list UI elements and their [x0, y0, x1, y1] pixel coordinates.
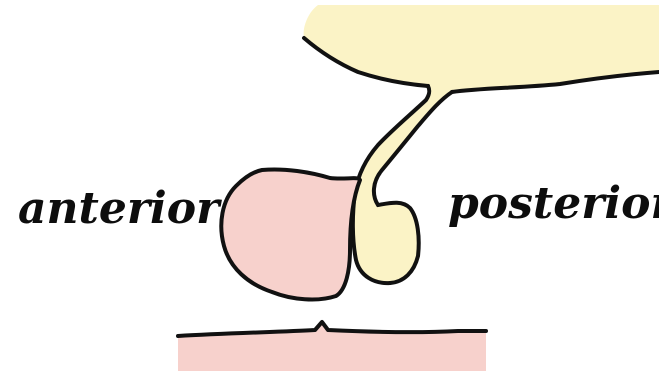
- posterior-structure: [304, 5, 659, 283]
- anterior-structure: [221, 169, 360, 299]
- label-anterior: anterior: [18, 187, 219, 231]
- label-posterior: posterior: [448, 182, 659, 226]
